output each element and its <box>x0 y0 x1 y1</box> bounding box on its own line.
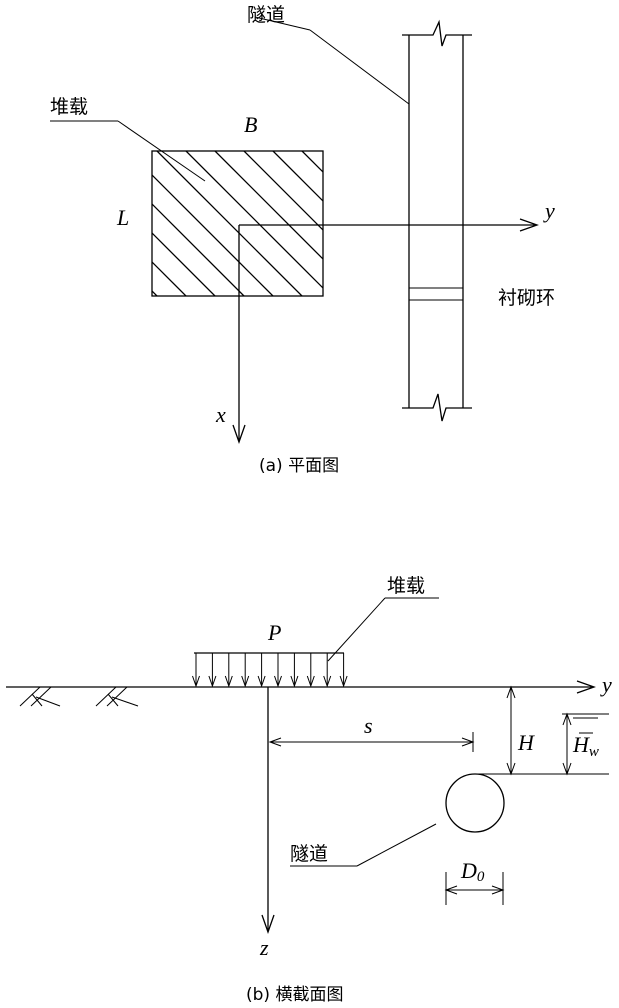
tunnel-leader <box>310 30 409 104</box>
hatch-line <box>273 151 418 296</box>
surcharge-leader-section <box>328 598 385 661</box>
depth-H-label: H <box>517 730 535 755</box>
lining-ring-label: 衬砌环 <box>498 287 555 309</box>
tunnel-plan <box>402 22 472 421</box>
surcharge-hatching <box>12 151 476 296</box>
soil-hatch-1 <box>20 687 60 706</box>
x-label-plan: x <box>215 402 226 427</box>
distance-s-label: s <box>364 713 373 738</box>
hatch-line <box>302 151 447 296</box>
hatch-line <box>186 151 331 296</box>
soil-hatch-2 <box>96 687 138 706</box>
break-line-bottom <box>402 394 472 421</box>
caption-section: (b) 横截面图 <box>246 985 343 1005</box>
caption-plan: (a) 平面图 <box>259 456 339 476</box>
hatch-line <box>331 151 476 296</box>
hatch-line <box>244 151 389 296</box>
surcharge-area <box>12 151 476 296</box>
length-L-label: L <box>116 205 129 230</box>
surcharge-label-plan: 堆载 <box>50 96 88 118</box>
tunnel-label-plan: 隧道 <box>247 4 285 26</box>
load-arrows <box>193 653 348 686</box>
plan-view: 隧道 堆载 B L y x 衬砌环 (a) 平面图 <box>12 4 555 476</box>
water-depth-Hw-label: Hw <box>572 732 599 760</box>
hatch-line <box>128 151 273 296</box>
y-label-plan: y <box>543 198 555 223</box>
tunnel-cross-section <box>446 774 504 832</box>
hatch-line <box>41 151 186 296</box>
hatch-line <box>215 151 360 296</box>
z-label: z <box>259 935 269 960</box>
surcharge-label-section: 堆载 <box>387 575 425 597</box>
tunnel-label-section: 隧道 <box>290 843 328 865</box>
hatch-line <box>157 151 302 296</box>
hatch-line <box>12 151 157 296</box>
break-line-top <box>402 22 472 46</box>
surcharge-load <box>193 653 348 686</box>
section-view: P 堆载 y s H Hw 隧道 D0 z (b) 横截面图 <box>6 575 612 1005</box>
diameter-D0-label: D0 <box>460 858 485 885</box>
width-B-label: B <box>244 112 257 137</box>
y-label-section: y <box>600 672 612 697</box>
tunnel-leader-section <box>357 824 436 866</box>
load-P-label: P <box>267 620 281 645</box>
